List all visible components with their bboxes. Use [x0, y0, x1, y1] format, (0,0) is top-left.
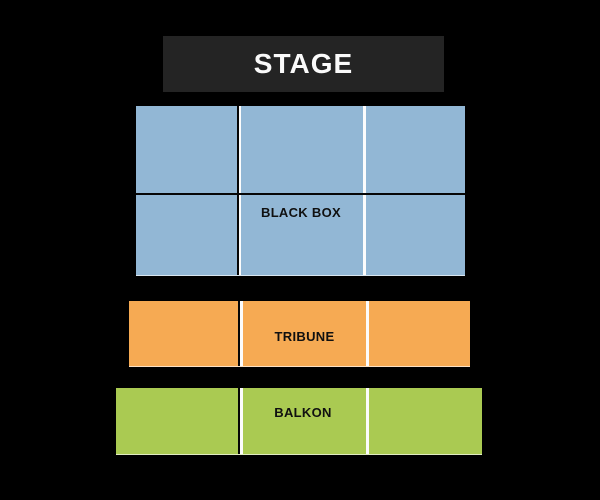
black-box-column-divider-light	[363, 106, 366, 275]
balkon-column-divider-light	[240, 388, 243, 454]
stage-banner: STAGE	[163, 36, 444, 92]
tribune-column-divider-light	[240, 301, 243, 366]
black-box-row-divider	[136, 193, 465, 195]
section-label-balkon: BALKON	[274, 405, 332, 420]
section-label-tribune: TRIBUNE	[274, 329, 335, 344]
tribune-column-divider-light	[366, 301, 369, 366]
black-box-column-divider-light	[239, 106, 241, 275]
balkon-column-divider-dark	[238, 388, 240, 454]
black-box-column-divider-dark	[237, 106, 239, 275]
tribune-column-divider-dark	[238, 301, 240, 366]
section-balkon[interactable]: BALKON	[116, 388, 482, 455]
section-black-box[interactable]: BLACK BOX	[136, 106, 465, 276]
section-label-black-box: BLACK BOX	[261, 205, 341, 220]
section-tribune[interactable]: TRIBUNE	[129, 301, 470, 367]
balkon-column-divider-light	[366, 388, 369, 454]
stage-label: STAGE	[253, 48, 354, 79]
